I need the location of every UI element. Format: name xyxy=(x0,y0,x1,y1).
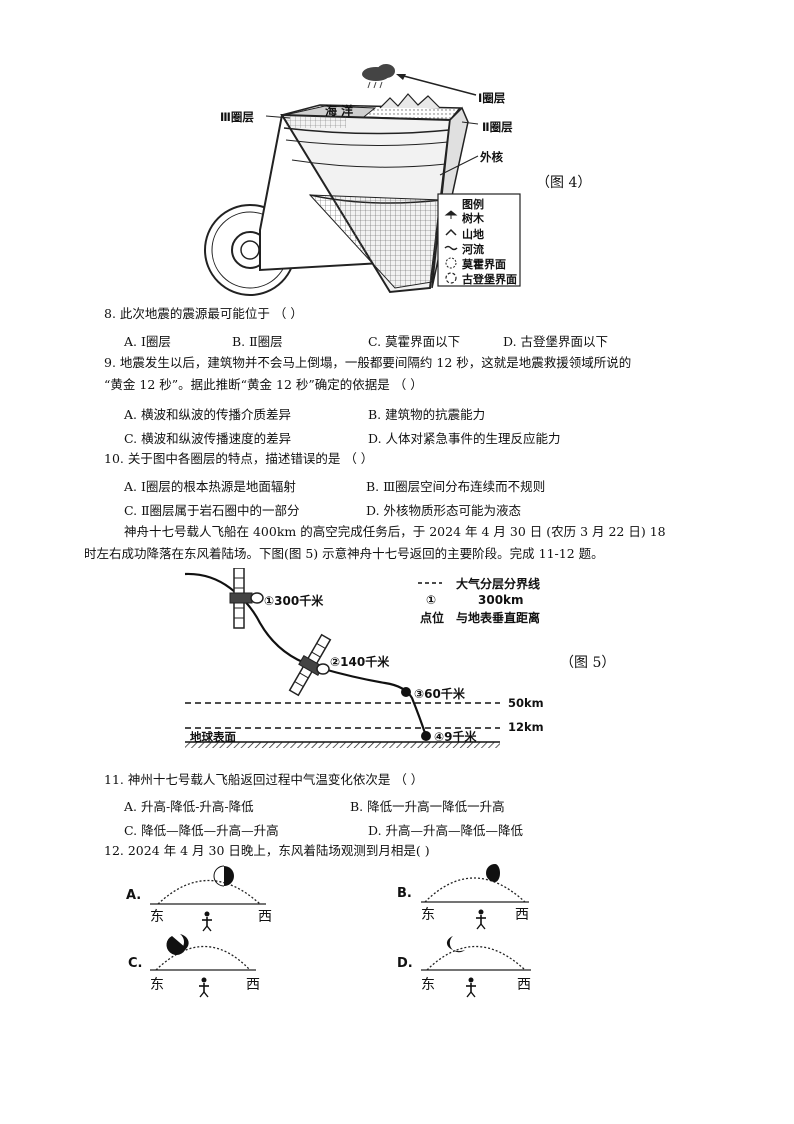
cloud-icon xyxy=(362,64,395,89)
q8-option-c: C. 莫霍界面以下 xyxy=(368,334,461,349)
question-12-stem: 12. 2024 年 4 月 30 日晚上，东风着陆场观测到月相是( ) xyxy=(104,843,430,858)
q11-option-b: B. 降低一升高一降低一升高 xyxy=(350,799,505,814)
passage-line-2: 时左右成功降落在东风着陆场。下图(图 5) 示意神舟十七号返回的主要阶段。完成 … xyxy=(84,546,604,561)
q12-c-west: 西 xyxy=(246,977,260,993)
legend-title: 图例 xyxy=(462,198,484,211)
observer-icon xyxy=(199,977,209,998)
q12-d-east: 东 xyxy=(421,977,435,993)
label-layer-i: Ⅰ圈层 xyxy=(478,91,506,105)
legend-mountain: 山地 xyxy=(462,228,484,241)
q12-option-b: B. 东 西 xyxy=(395,862,555,932)
q10-option-a: A. Ⅰ圈层的根本热源是地面辐射 xyxy=(124,479,296,494)
question-8-stem: 8. 此次地震的震源最可能位于 （ ） xyxy=(104,306,303,321)
question-9-stem-2: “黄金 12 秒”。据此推断“黄金 12 秒”确定的依据是 （ ） xyxy=(104,377,423,392)
question-9-stem-1: 9. 地震发生以后，建筑物并不会马上倒塌，一般都要间隔约 12 秒，这就是地震救… xyxy=(104,355,632,370)
figure-5-caption: （图 5） xyxy=(560,655,616,671)
mountain-icon xyxy=(445,228,457,236)
question-11-stem: 11. 神州十七号载人飞船返回过程中气温变化依次是 （ ） xyxy=(104,772,424,787)
label-ocean: 海 洋 xyxy=(325,104,354,118)
point-1-label: ①300千米 xyxy=(264,594,324,608)
q12-option-d: D. 东 西 xyxy=(395,928,555,998)
q8-option-d: D. 古登堡界面以下 xyxy=(503,334,609,349)
q12-option-c: C. 东 西 xyxy=(120,928,280,998)
q12-c-letter: C. xyxy=(128,956,143,971)
passage-line-1: 神舟十七号载人飞船在 400km 的高空完成任务后，于 2024 年 4 月 3… xyxy=(124,524,666,539)
figure-4: Ⅲ圈层 Ⅰ圈层 Ⅱ圈层 海 洋 外核 （图 4） 图例 树木 山地 河流 莫霍界… xyxy=(200,60,620,300)
legend-gutenberg: 古登堡界面 xyxy=(462,273,517,286)
observer-icon xyxy=(476,909,486,930)
label-outer-core: 外核 xyxy=(480,150,503,164)
moon-icon xyxy=(446,936,465,953)
q12-c-east: 东 xyxy=(150,977,164,993)
altitude-50km: 50km xyxy=(508,696,544,710)
q9-option-c: C. 横波和纵波传播速度的差异 xyxy=(124,431,292,446)
legend-moho: 莫霍界面 xyxy=(462,258,506,271)
q11-option-a: A. 升高-降低-升高-降低 xyxy=(124,799,254,814)
legend-point: 点位 xyxy=(420,611,445,625)
legend-number: ① xyxy=(426,593,437,607)
moon-icon xyxy=(224,866,234,886)
figure-5: ①300千米 ②140千米 ③60千米 ④9千米 大气分层分界线 ① 300km… xyxy=(180,567,630,748)
q12-b-letter: B. xyxy=(397,886,412,901)
label-layer-ii: Ⅱ圈层 xyxy=(482,120,513,134)
point-2-label: ②140千米 xyxy=(330,655,390,669)
ground-label: 地球表面 xyxy=(190,730,236,744)
moho-icon xyxy=(445,257,457,269)
label-layer-iii: Ⅲ圈层 xyxy=(220,110,254,124)
river-icon xyxy=(444,245,458,251)
capsule-icon xyxy=(421,731,431,741)
q12-d-letter: D. xyxy=(397,956,413,971)
q10-option-d: D. 外核物质形态可能为液态 xyxy=(366,503,522,518)
q12-b-west: 西 xyxy=(515,907,529,923)
figure-4-caption: （图 4） xyxy=(536,175,592,191)
q11-option-c: C. 降低—降低—升高—升高 xyxy=(124,823,279,838)
q8-option-a: A. Ⅰ圈层 xyxy=(124,334,171,349)
gutenberg-icon xyxy=(445,272,457,284)
legend-tree: 树木 xyxy=(462,212,484,225)
question-10-stem: 10. 关于图中各圈层的特点，描述错误的是 （ ） xyxy=(104,451,374,466)
altitude-12km: 12km xyxy=(508,720,544,734)
q10-option-c: C. Ⅱ圈层属于岩石圈中的一部分 xyxy=(124,503,300,518)
q9-option-a: A. 横波和纵波的传播介质差异 xyxy=(124,407,291,422)
q11-option-d: D. 升高—升高—降低—降低 xyxy=(368,823,524,838)
observer-icon xyxy=(202,911,212,932)
point-3-label: ③60千米 xyxy=(414,687,465,701)
spacecraft-icon-1 xyxy=(229,567,264,629)
q9-option-d: D. 人体对紧急事件的生理反应能力 xyxy=(368,431,561,446)
q10-option-b: B. Ⅲ圈层空间分布连续而不规则 xyxy=(366,479,546,494)
q12-option-a: A. 东 西 xyxy=(120,862,280,932)
moon-icon xyxy=(486,864,500,882)
q12-d-west: 西 xyxy=(517,977,531,993)
point-4-label: ④9千米 xyxy=(434,730,477,744)
legend-river: 河流 xyxy=(462,243,484,256)
tree-icon xyxy=(444,210,458,219)
descent-diagram xyxy=(184,567,500,748)
legend-description: 与地表垂直距离 xyxy=(456,611,541,625)
q9-option-b: B. 建筑物的抗震能力 xyxy=(368,407,486,422)
q12-a-east: 东 xyxy=(150,909,164,925)
earth-layers-diagram xyxy=(204,64,521,296)
legend-boundary-line: 大气分层分界线 xyxy=(456,577,541,591)
q12-b-east: 东 xyxy=(421,907,435,923)
spacecraft-icon-2 xyxy=(288,633,332,697)
legend-distance: 300km xyxy=(478,593,524,607)
q12-a-letter: A. xyxy=(126,888,142,903)
q12-a-west: 西 xyxy=(258,909,272,925)
q8-option-b: B. Ⅱ圈层 xyxy=(232,334,283,349)
observer-icon xyxy=(466,977,476,998)
